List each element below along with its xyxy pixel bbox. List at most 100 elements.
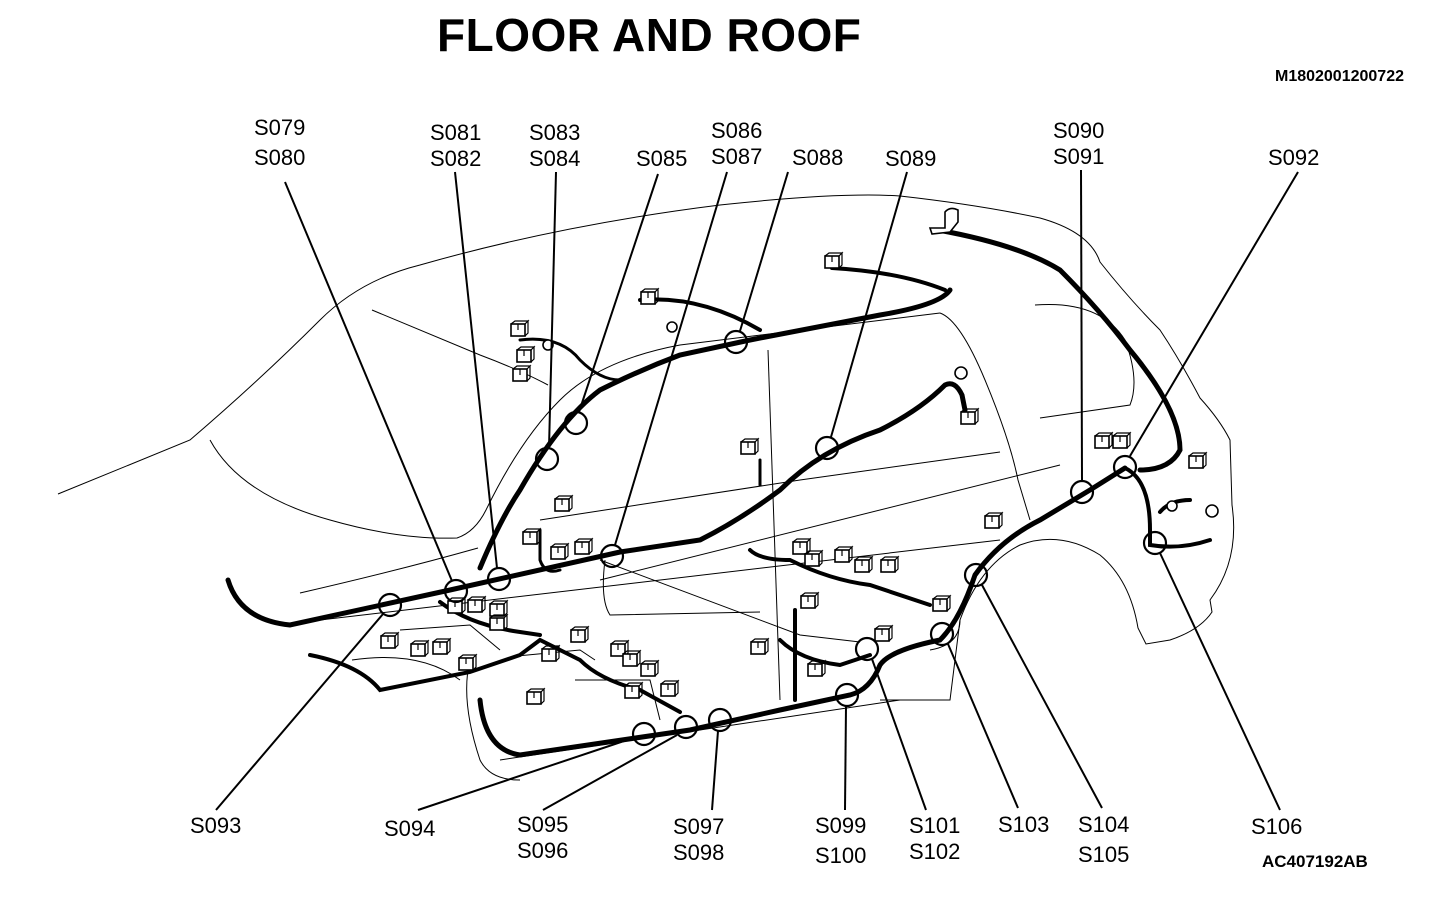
- document-code: M1802001200722: [1274, 68, 1404, 85]
- splice-s103: [929, 621, 955, 647]
- connector-icon: [516, 346, 535, 363]
- splice-s079: [443, 578, 469, 604]
- connector-icon: [526, 688, 545, 705]
- label-line: S095: [517, 812, 569, 837]
- splice-s095: [673, 714, 699, 740]
- connector-icon: [740, 438, 759, 455]
- label-line: S080: [254, 145, 306, 170]
- connector-icon: [660, 680, 679, 697]
- connector-icon: [984, 512, 1003, 529]
- label-line: S093: [190, 813, 242, 838]
- label-s101-s102: S101 S102: [909, 813, 960, 865]
- leader-s101: [871, 658, 927, 811]
- splice-s092: [1112, 454, 1138, 480]
- splice-s097: [707, 707, 733, 733]
- label-line: S098: [673, 840, 725, 865]
- leader-s099: [844, 705, 847, 811]
- connector-icon: [512, 365, 531, 382]
- label-line: S089: [885, 146, 937, 171]
- label-line: S084: [529, 146, 581, 171]
- connector-icon: [854, 556, 873, 573]
- label-s099-s100: S099 S100: [815, 813, 866, 869]
- leader-s081: [454, 171, 498, 569]
- ground-icon: [666, 321, 678, 333]
- connector-icon: [510, 320, 529, 337]
- label-line: S087: [711, 144, 763, 169]
- splice-points: [377, 329, 1168, 747]
- connector-icon: [622, 650, 641, 667]
- label-line: S090: [1053, 118, 1105, 143]
- label-line: S094: [384, 816, 436, 841]
- label-line: S102: [909, 839, 961, 864]
- splice-s094: [631, 721, 657, 747]
- connector-icon: [458, 654, 477, 671]
- ground-icon: [542, 339, 554, 351]
- leader-s094: [417, 737, 634, 811]
- label-line: S086: [711, 118, 763, 143]
- label-s083-s084: S083 S084: [529, 120, 580, 172]
- label-line: S103: [998, 812, 1050, 837]
- label-line: S096: [517, 838, 569, 863]
- connector-icon: [834, 546, 853, 563]
- label-s104-s105: S104 S105: [1078, 812, 1129, 868]
- figure-code: AC407192AB: [1262, 852, 1368, 871]
- label-line: S106: [1251, 814, 1303, 839]
- connector-icon: [489, 614, 508, 631]
- label-s094: S094: [384, 816, 435, 842]
- label-line: S085: [636, 146, 688, 171]
- connector-icon: [1112, 432, 1131, 449]
- connector-icon: [874, 625, 893, 642]
- leader-s083: [548, 171, 557, 449]
- leader-s097: [711, 730, 719, 811]
- connector-icon: [1188, 452, 1207, 469]
- connector-icon: [574, 538, 593, 555]
- label-line: S099: [815, 813, 867, 838]
- connector-icon: [880, 556, 899, 573]
- label-s088: S088: [792, 145, 843, 171]
- connector-icon: [960, 408, 979, 425]
- ground-icon: [1166, 500, 1178, 512]
- splice-s101: [854, 636, 880, 662]
- splice-s089: [814, 435, 840, 461]
- label-line: S082: [430, 146, 482, 171]
- connector-icon: [570, 626, 589, 643]
- splice-s104: [963, 562, 989, 588]
- leader-s104: [981, 584, 1103, 809]
- label-line: S092: [1268, 145, 1320, 170]
- connector-icon: [380, 632, 399, 649]
- connector-icon: [932, 595, 951, 612]
- leader-s095: [542, 734, 678, 811]
- label-s090-s091: S090 S091: [1053, 118, 1104, 170]
- splice-s085: [563, 410, 589, 436]
- leader-s103: [947, 643, 1019, 809]
- label-line: S101: [909, 813, 961, 838]
- label-line: S079: [254, 115, 306, 140]
- leader-s106: [1159, 552, 1281, 811]
- connector-icon: [750, 638, 769, 655]
- label-s086-s087: S086 S087: [711, 118, 762, 170]
- label-s085: S085: [636, 146, 687, 172]
- leader-s090: [1080, 169, 1083, 482]
- splice-s106: [1142, 530, 1168, 556]
- wiring-harness: [225, 227, 1212, 758]
- connector-icon: [804, 550, 823, 567]
- label-line: S083: [529, 120, 581, 145]
- connector-icon: [432, 638, 451, 655]
- leader-lines: [215, 169, 1299, 811]
- connector-icon: [541, 645, 560, 662]
- leader-s088: [739, 171, 789, 332]
- ground-icon: [1205, 504, 1219, 518]
- splice-s099: [834, 682, 860, 708]
- label-line: S104: [1078, 812, 1130, 837]
- leader-s086: [614, 171, 728, 546]
- roof-connector-icon: [928, 207, 959, 235]
- splice-s088: [723, 329, 749, 355]
- ground-icon: [954, 366, 968, 380]
- label-line: S100: [815, 843, 867, 868]
- connector-icon: [489, 600, 508, 617]
- leader-s092: [1129, 171, 1299, 457]
- label-line: S097: [673, 814, 725, 839]
- connector-icon: [624, 682, 643, 699]
- connector-icon: [467, 596, 486, 613]
